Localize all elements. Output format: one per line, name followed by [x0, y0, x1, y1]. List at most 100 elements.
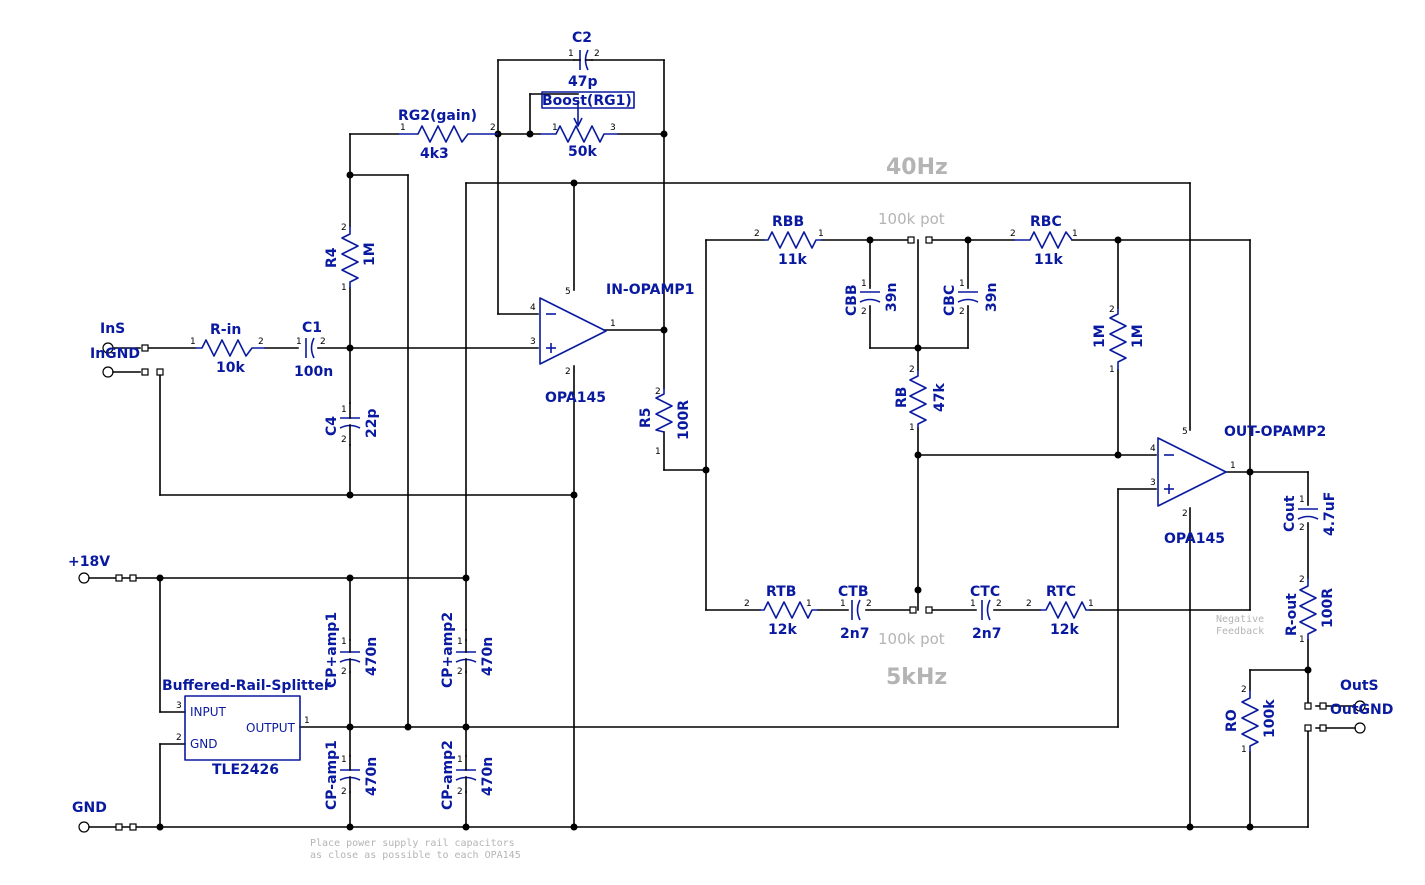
junction-dots	[156, 130, 1312, 831]
connector-ingnd[interactable]: InGND	[90, 346, 164, 378]
svg-text:2: 2	[959, 307, 965, 317]
boost-pot-value: 50k	[568, 144, 597, 160]
connector-gnd[interactable]: GND	[72, 800, 137, 833]
svg-text:2: 2	[754, 229, 760, 239]
svg-text:2: 2	[457, 787, 463, 797]
svg-text:5: 5	[565, 287, 571, 297]
svg-text:2: 2	[341, 435, 347, 445]
splitter-label: Buffered-Rail-Splitter	[162, 678, 331, 694]
opamp-out-opamp2[interactable]: 43 52 1 OUT-OPAMP2 OPA145	[1150, 424, 1326, 547]
r-out-name: R-out	[1284, 593, 1300, 636]
rbb-name: RBB	[772, 214, 804, 230]
svg-text:1: 1	[1088, 599, 1094, 609]
opamp-in-opamp1[interactable]: 43 52 1 IN-OPAMP1 OPA145	[530, 282, 694, 406]
c4-name: C4	[324, 416, 340, 436]
resistor-r4[interactable]: 21 R4 1M	[324, 223, 378, 293]
boost-pot-name: Boost(RG1)	[542, 93, 632, 109]
connector-plus18v[interactable]: +18V	[68, 554, 137, 584]
opamp2-label: OUT-OPAMP2	[1224, 424, 1326, 440]
svg-text:1: 1	[341, 283, 347, 293]
svg-text:1: 1	[457, 637, 463, 647]
svg-text:2: 2	[341, 667, 347, 677]
ctc-name: CTC	[970, 584, 1000, 600]
cbb-value: 39n	[884, 283, 900, 312]
connector-ins[interactable]: InS	[100, 321, 149, 354]
resistor-ro[interactable]: 21 RO 100k	[1224, 685, 1278, 755]
capacitor-cp-minus-amp1[interactable]: 12 CP-amp1 470n	[324, 740, 380, 810]
svg-text:2: 2	[909, 365, 915, 375]
rtb-value: 12k	[768, 622, 797, 638]
svg-text:2: 2	[594, 49, 600, 59]
bass-frequency-label: 40Hz	[886, 155, 948, 180]
port-label-ingnd: InGND	[90, 346, 140, 362]
svg-text:1: 1	[190, 337, 196, 347]
potentiometer-boost[interactable]: 1 3 Boost(RG1) 50k	[540, 91, 635, 160]
resistor-rb[interactable]: 21 RB 47k	[894, 365, 948, 433]
resistor-r5[interactable]: 21 R5 100R	[638, 387, 692, 457]
resistor-1m[interactable]: 21 1M 1M	[1092, 305, 1146, 375]
pot-terminals-treble[interactable]	[909, 606, 933, 614]
capacitor-cout[interactable]: 12 Cout 4.7uF	[1282, 492, 1338, 536]
capacitor-cp-plus-amp1[interactable]: 12 CP+amp1 470n	[324, 612, 380, 688]
svg-text:1: 1	[959, 279, 965, 289]
connector-outs[interactable]: OutS	[1304, 678, 1379, 712]
svg-text:2: 2	[861, 307, 867, 317]
capacitor-cbb[interactable]: 12 CBB 39n	[844, 279, 900, 317]
svg-text:1: 1	[1241, 745, 1247, 755]
svg-text:1: 1	[1230, 461, 1236, 471]
svg-text:3: 3	[176, 701, 182, 711]
c2-value: 47p	[568, 74, 598, 90]
rb-name: RB	[894, 387, 910, 408]
rbc-value: 11k	[1034, 252, 1063, 268]
svg-text:1: 1	[610, 319, 616, 329]
svg-text:3: 3	[610, 123, 616, 133]
capacitor-cp-minus-amp2[interactable]: 12 CP-amp2 470n	[440, 740, 496, 810]
svg-text:1: 1	[909, 423, 915, 433]
rail-splitter-tle2426[interactable]: 3 2 1 Buffered-Rail-Splitter INPUT GND O…	[162, 678, 331, 778]
svg-text:4: 4	[530, 303, 536, 313]
port-label-outs: OutS	[1340, 678, 1379, 694]
svg-text:1: 1	[1299, 495, 1305, 505]
connector-outgnd[interactable]: OutGND	[1304, 702, 1393, 734]
pot-top-label: 100k pot	[878, 210, 945, 228]
svg-text:2: 2	[341, 787, 347, 797]
capacitor-cbc[interactable]: 12 CBC 39n	[942, 279, 1000, 317]
svg-text:1: 1	[296, 337, 302, 347]
splitter-pin-output: OUTPUT	[246, 721, 296, 735]
svg-text:1: 1	[840, 599, 846, 609]
r5-name: R5	[638, 407, 654, 428]
cbb-name: CBB	[844, 284, 860, 316]
negative-feedback-label-1: Negative	[1216, 614, 1264, 625]
svg-text:1: 1	[655, 447, 661, 457]
resistor-r-out[interactable]: 21 R-out 100R	[1284, 575, 1336, 645]
r1m-value: 1M	[1130, 324, 1146, 348]
rg2-name: RG2(gain)	[398, 108, 477, 124]
svg-text:1: 1	[341, 405, 347, 415]
svg-text:2: 2	[490, 123, 496, 133]
svg-text:1: 1	[341, 637, 347, 647]
port-label-outgnd: OutGND	[1330, 702, 1393, 718]
pot-terminals-bass[interactable]	[907, 236, 933, 244]
svg-text:1: 1	[552, 123, 558, 133]
opamp2-part: OPA145	[1164, 531, 1225, 547]
cpm1-value: 470n	[364, 757, 380, 796]
pot-bottom-label: 100k pot	[878, 630, 945, 648]
ro-value: 100k	[1262, 699, 1278, 738]
capacitor-c4[interactable]: 12 C4 22p	[324, 402, 380, 446]
svg-text:2: 2	[1109, 305, 1115, 315]
c1-value: 100n	[294, 364, 333, 380]
svg-text:2: 2	[996, 599, 1002, 609]
capacitor-cp-plus-amp2[interactable]: 12 CP+amp2 470n	[440, 612, 496, 688]
svg-text:1: 1	[818, 229, 824, 239]
